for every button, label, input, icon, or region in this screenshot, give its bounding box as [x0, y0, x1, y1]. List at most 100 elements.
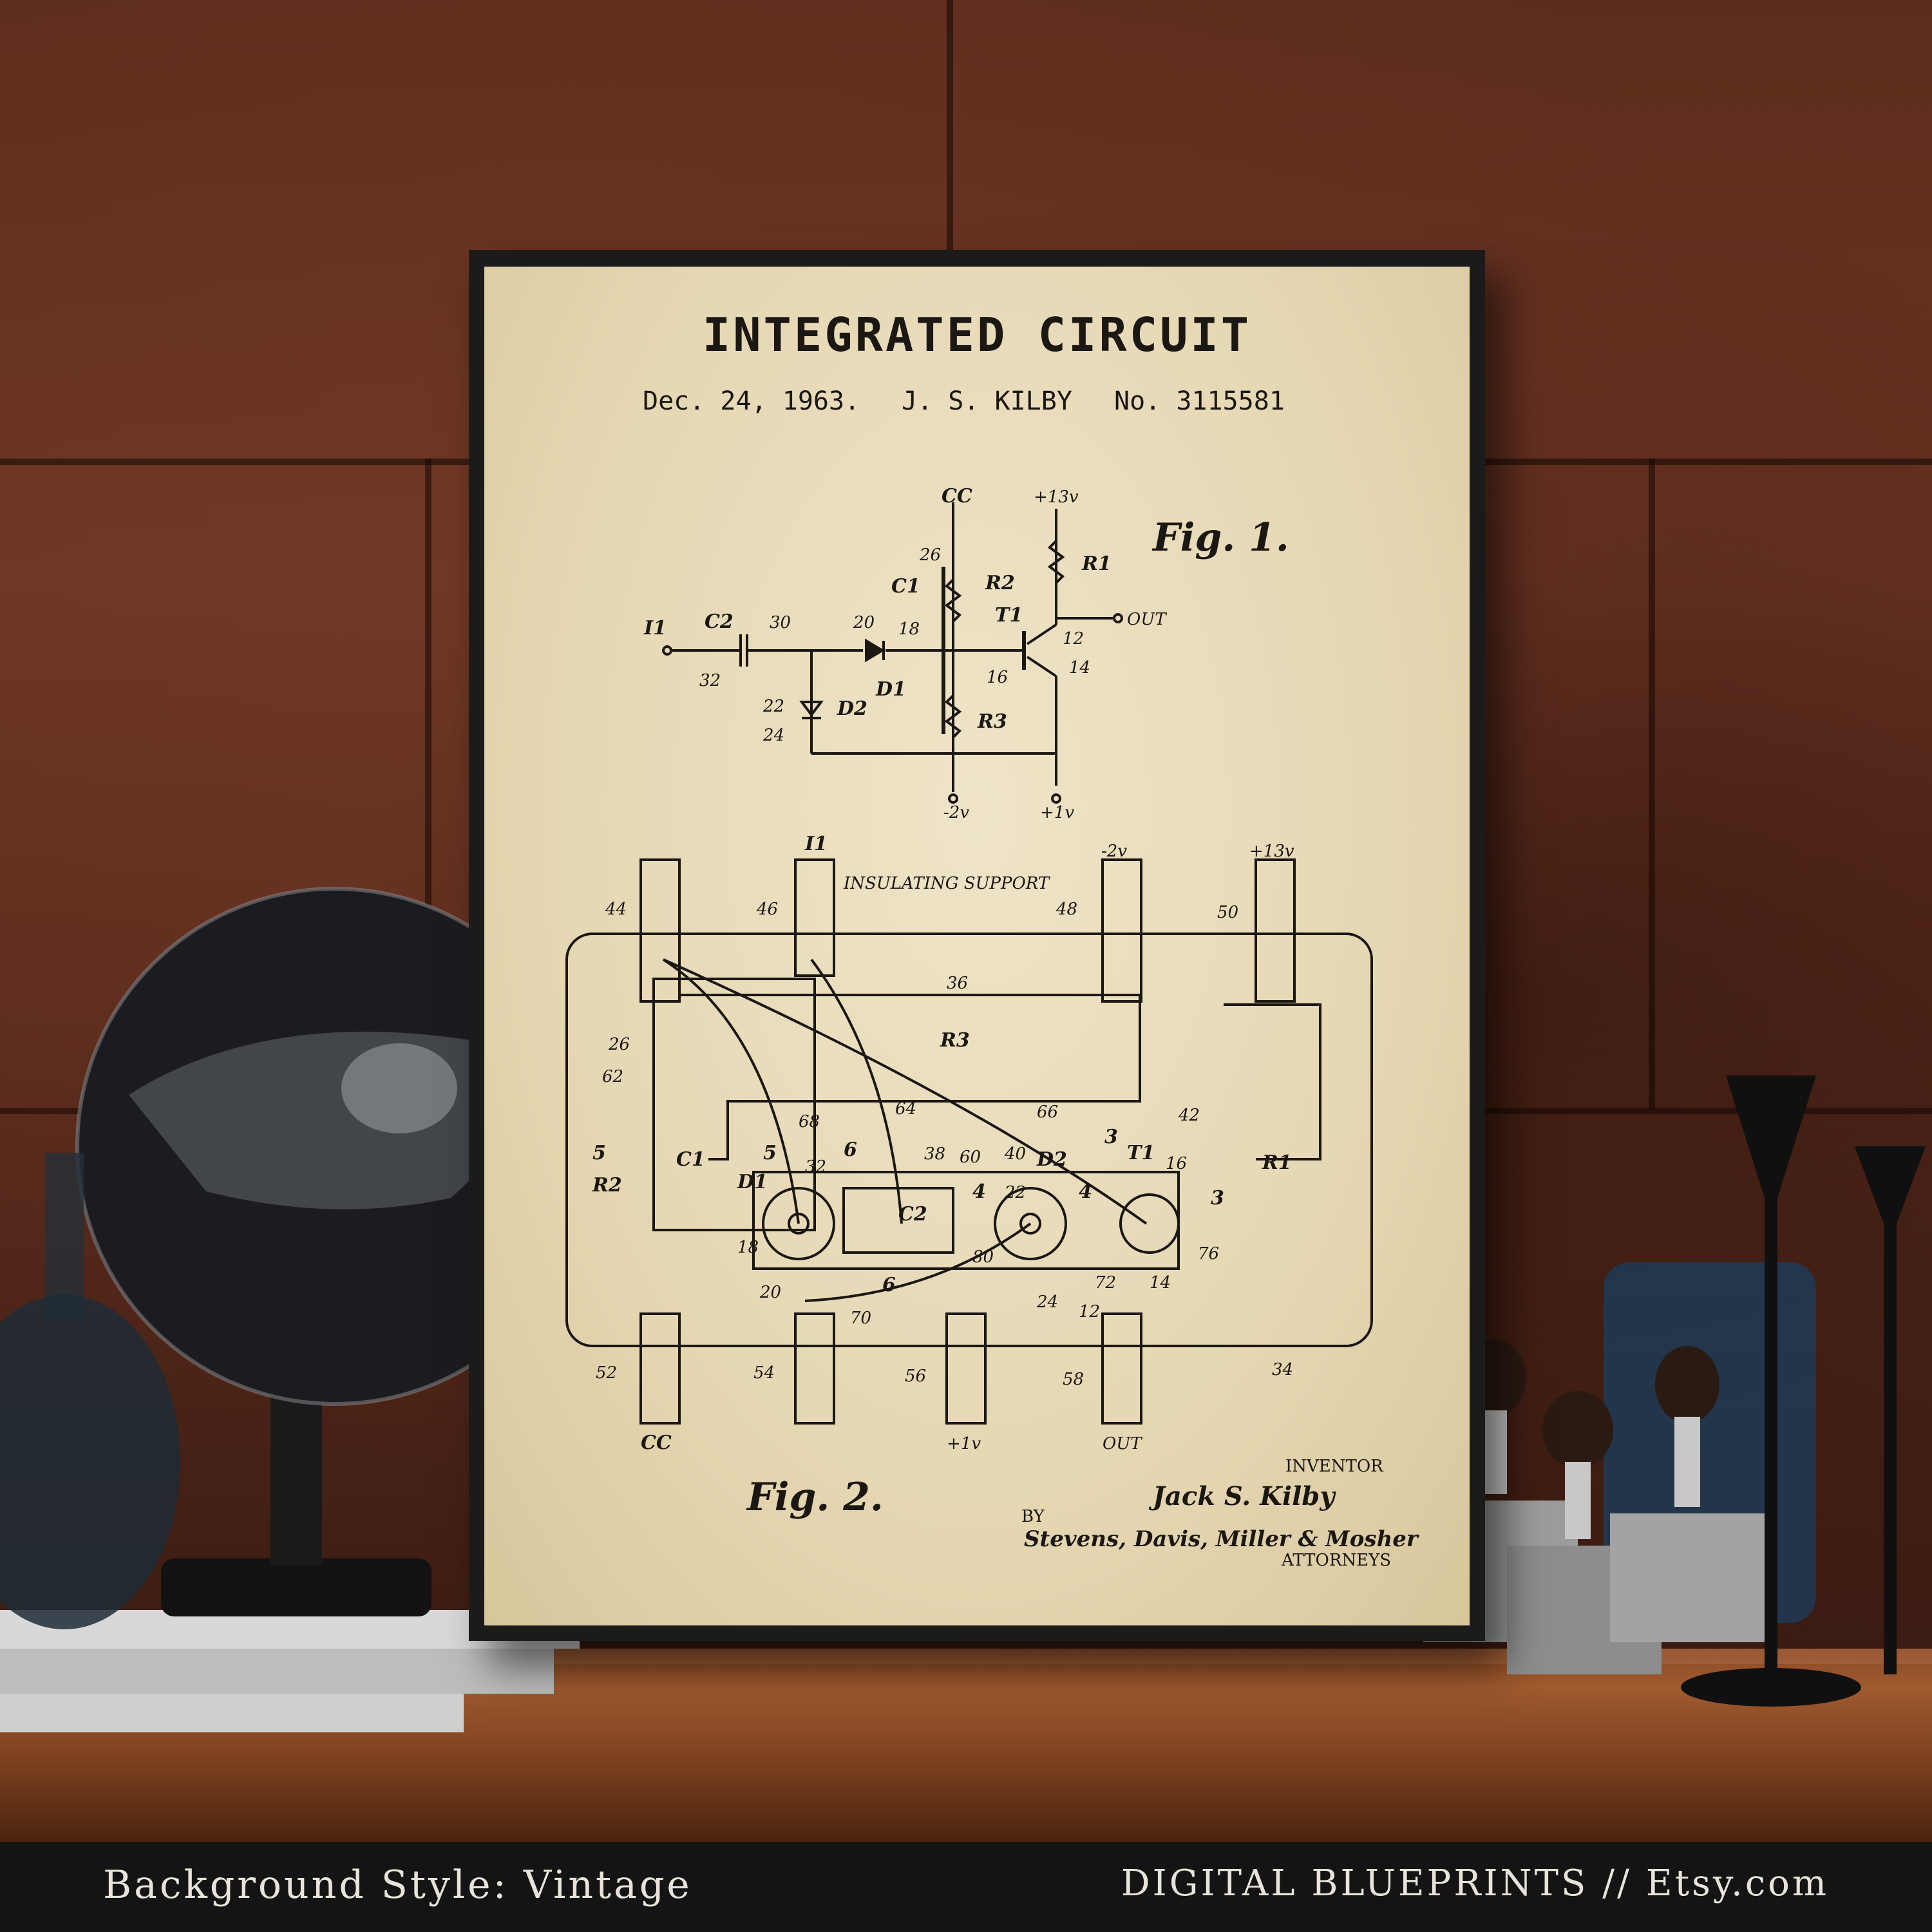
svg-text:20: 20 [853, 613, 875, 632]
svg-text:INSULATING SUPPORT: INSULATING SUPPORT [843, 874, 1050, 893]
svg-text:D1: D1 [737, 1171, 768, 1193]
svg-text:20: 20 [759, 1283, 781, 1302]
svg-text:30: 30 [770, 613, 791, 632]
svg-text:R2: R2 [985, 572, 1015, 594]
svg-text:CC: CC [641, 1432, 672, 1454]
poster-title: INTEGRATED CIRCUIT [702, 308, 1252, 362]
svg-text:+1v: +1v [947, 1434, 981, 1454]
svg-text:44: 44 [605, 900, 627, 919]
svg-text:66: 66 [1037, 1103, 1058, 1122]
svg-text:18: 18 [898, 620, 920, 639]
by-label: BY [1021, 1507, 1045, 1526]
svg-text:58: 58 [1063, 1370, 1084, 1389]
svg-text:T1: T1 [995, 604, 1023, 627]
rubber-stamp-icon [1610, 1346, 1765, 1642]
patent-number: No. 3115581 [1114, 386, 1285, 416]
svg-text:5: 5 [763, 1142, 777, 1164]
svg-text:C1: C1 [676, 1148, 705, 1171]
svg-text:52: 52 [596, 1363, 617, 1383]
svg-text:68: 68 [799, 1112, 820, 1132]
svg-text:22: 22 [762, 697, 784, 716]
svg-text:OUT: OUT [1127, 610, 1167, 629]
svg-text:12: 12 [1063, 629, 1084, 649]
fig2-labels: I1 -2v +13v INSULATING SUPPORT 44 46 48 … [592, 833, 1294, 1454]
svg-text:3: 3 [1104, 1126, 1118, 1148]
wall-seam [1649, 459, 1655, 1109]
svg-text:16: 16 [1166, 1154, 1187, 1173]
svg-text:26: 26 [919, 545, 941, 565]
svg-text:34: 34 [1272, 1360, 1293, 1379]
fig2-label: Fig. 2. [747, 1475, 884, 1520]
caption-banner [0, 1842, 1932, 1932]
poster-paper [484, 267, 1470, 1625]
fig1-label: Fig. 1. [1153, 515, 1289, 560]
svg-text:42: 42 [1178, 1106, 1200, 1125]
svg-text:40: 40 [1004, 1144, 1026, 1164]
svg-text:R1: R1 [1262, 1151, 1292, 1174]
svg-text:18: 18 [737, 1238, 759, 1257]
svg-text:22: 22 [1004, 1183, 1026, 1202]
wall-seam [425, 459, 431, 1109]
book [0, 1649, 554, 1694]
svg-text:72: 72 [1095, 1273, 1116, 1293]
svg-text:+13v: +13v [1034, 488, 1079, 507]
svg-text:46: 46 [756, 900, 778, 919]
shop-caption: DIGITAL BLUEPRINTS // Etsy.com [1121, 1862, 1829, 1904]
svg-text:3: 3 [1211, 1187, 1224, 1209]
svg-text:T1: T1 [1127, 1142, 1155, 1164]
svg-text:+1v: +1v [1040, 803, 1074, 822]
attorneys-signature: Stevens, Davis, Miller & Mosher [1024, 1526, 1418, 1552]
svg-text:80: 80 [972, 1247, 994, 1267]
svg-text:5: 5 [592, 1142, 606, 1164]
svg-text:62: 62 [602, 1067, 623, 1086]
fig2-layout [565, 858, 1373, 1425]
svg-text:C2: C2 [898, 1203, 927, 1226]
svg-text:I1: I1 [643, 617, 667, 639]
svg-text:6: 6 [844, 1139, 857, 1161]
svg-text:I1: I1 [804, 833, 828, 855]
inventor-label: INVENTOR [1285, 1457, 1383, 1476]
svg-text:6: 6 [882, 1274, 896, 1296]
flask-neck [45, 1153, 84, 1320]
svg-text:16: 16 [987, 668, 1008, 687]
svg-text:+13v: +13v [1249, 842, 1294, 861]
svg-text:4: 4 [972, 1180, 986, 1203]
svg-text:4: 4 [1079, 1180, 1092, 1203]
globe-stem [270, 1391, 322, 1565]
svg-text:14: 14 [1150, 1273, 1171, 1293]
attorneys-label: ATTORNEYS [1282, 1551, 1392, 1570]
svg-text:R3: R3 [977, 710, 1007, 733]
svg-text:CC: CC [942, 485, 972, 507]
fig1-schematic [662, 502, 1123, 804]
svg-text:54: 54 [753, 1363, 775, 1383]
svg-text:-2v: -2v [1101, 842, 1127, 861]
fig1-labels: CC +13v R1 OUT I1 C2 30 32 20 18 26 C1 R… [643, 485, 1167, 822]
globe-base [161, 1558, 431, 1616]
svg-text:60: 60 [960, 1148, 981, 1167]
svg-text:48: 48 [1056, 900, 1077, 919]
svg-text:56: 56 [905, 1367, 926, 1386]
svg-text:24: 24 [1036, 1293, 1058, 1312]
svg-text:76: 76 [1198, 1244, 1219, 1264]
svg-text:C1: C1 [891, 575, 920, 598]
svg-text:36: 36 [947, 974, 968, 993]
svg-text:70: 70 [850, 1309, 871, 1328]
candle-holder-icon [1726, 1075, 1816, 1674]
candle-holder-icon [1855, 1146, 1926, 1674]
svg-text:64: 64 [895, 1099, 916, 1119]
svg-text:32: 32 [699, 671, 721, 690]
svg-text:D2: D2 [837, 697, 867, 720]
svg-text:D1: D1 [875, 678, 906, 701]
svg-text:24: 24 [762, 726, 784, 745]
svg-text:38: 38 [924, 1144, 945, 1164]
svg-text:R2: R2 [592, 1174, 622, 1197]
svg-text:OUT: OUT [1103, 1434, 1142, 1454]
patent-date: Dec. 24, 1963. [643, 386, 860, 416]
flask-icon [0, 1294, 180, 1629]
svg-text:D2: D2 [1036, 1148, 1067, 1171]
patent-inventor: J. S. KILBY [902, 386, 1072, 416]
svg-text:12: 12 [1079, 1302, 1100, 1321]
inventor-signature: Jack S. Kilby [1153, 1481, 1335, 1511]
